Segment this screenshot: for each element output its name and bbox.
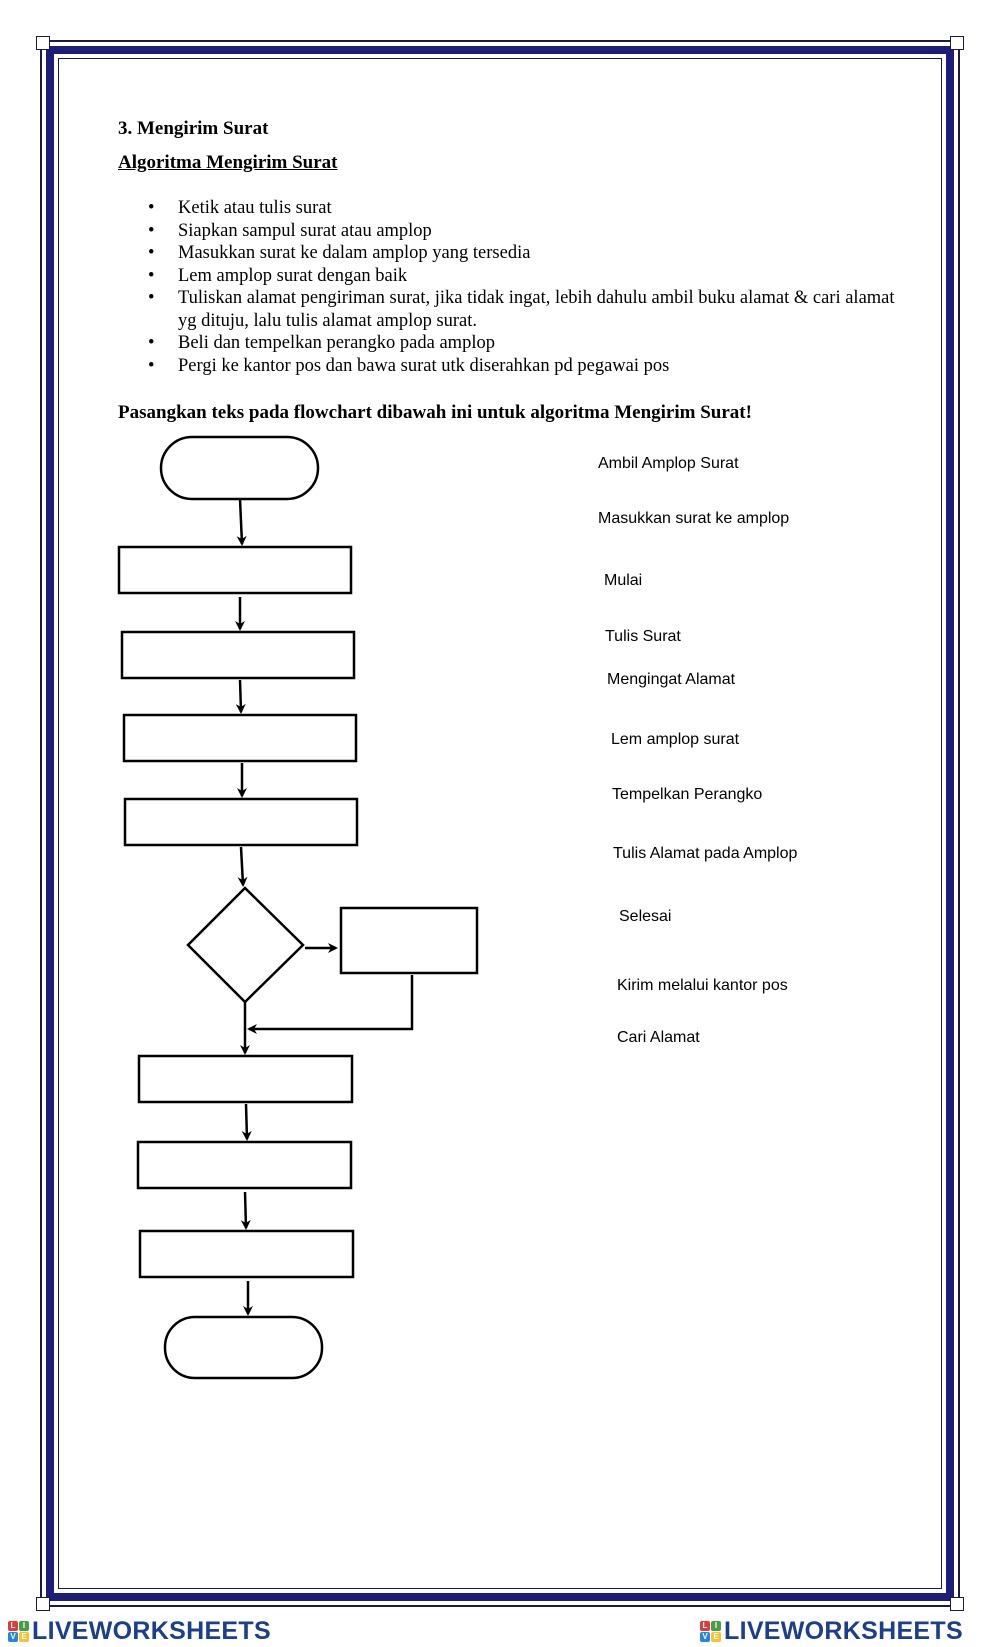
step-item: Lem amplop surat dengan baik [118,265,898,288]
flow-start-terminator[interactable] [159,435,320,501]
answer-option[interactable]: Mengingat Alamat [607,671,736,688]
border-corner [950,1597,964,1611]
flow-process-box[interactable] [122,713,358,763]
flow-decision-diamond[interactable] [186,886,305,1004]
flow-branch-box[interactable] [339,906,479,975]
flow-arrow [235,679,246,714]
page-border-outer [40,40,960,1607]
flow-process-box[interactable] [138,1229,355,1279]
answer-option[interactable]: Cari Alamat [617,1029,700,1046]
answer-option[interactable]: Masukkan surat ke amplop [598,510,790,527]
answer-option[interactable]: Selesai [619,908,672,925]
step-item: Pergi ke kantor pos dan bawa surat utk d… [118,355,898,378]
section-title: 3. Mengirim Surat [118,118,269,139]
logo-letter: L [700,1620,710,1631]
liveworksheets-logo-icon: L I V E [700,1620,721,1642]
step-item: Tuliskan alamat pengiriman surat, jika t… [118,287,898,332]
answer-option[interactable]: Tulis Surat [605,628,681,645]
answer-option[interactable]: Tempelkan Perangko [612,786,763,803]
step-item: Beli dan tempelkan perangko pada amplop [118,332,898,355]
flow-arrow [240,1191,251,1230]
step-item: Ketik atau tulis surat [118,197,898,220]
answer-option[interactable]: Lem amplop surat [611,731,740,748]
flow-arrow [247,975,414,1034]
flow-process-box[interactable] [117,545,353,595]
logo-letter: V [8,1631,18,1642]
liveworksheets-logo-icon: L I V E [8,1620,29,1642]
flow-arrow [237,846,248,887]
flow-process-box[interactable] [120,630,356,680]
page-border-inner [58,58,942,1589]
flow-arrow [236,498,247,546]
answer-option[interactable]: Kirim melalui kantor pos [617,977,788,994]
logo-letter: I [19,1620,29,1631]
flow-process-box[interactable] [136,1140,353,1190]
logo-letter: I [711,1620,721,1631]
flow-process-box[interactable] [123,797,359,847]
answer-option[interactable]: Mulai [604,572,643,589]
logo-letter: E [711,1631,721,1642]
instruction-text: Pasangkan teks pada flowchart dibawah in… [118,402,752,423]
logo-text: LIVEWORKSHEETS [724,1616,963,1645]
flow-arrow [241,1103,252,1141]
logo-letter: E [19,1631,29,1642]
page-border-thick [46,46,954,1601]
logo-letter: L [8,1620,18,1631]
step-item: Siapkan sampul surat atau amplop [118,220,898,243]
answer-option[interactable]: Tulis Alamat pada Amplop [613,845,798,862]
border-corner [36,36,50,50]
liveworksheets-logo-left: L I V E LIVEWORKSHEETS [8,1617,271,1645]
flow-process-box[interactable] [137,1054,354,1104]
liveworksheets-logo-right: L I V E LIVEWORKSHEETS [700,1617,963,1645]
flow-end-terminator[interactable] [163,1315,324,1380]
logo-letter: V [700,1631,710,1642]
algorithm-steps: Ketik atau tulis surat Siapkan sampul su… [118,197,898,377]
step-item: Masukkan surat ke dalam amplop yang ters… [118,242,898,265]
border-corner [36,1597,50,1611]
border-corner [950,36,964,50]
answer-option[interactable]: Ambil Amplop Surat [598,455,739,472]
logo-text: LIVEWORKSHEETS [32,1616,271,1645]
algorithm-subtitle: Algoritma Mengirim Surat [118,152,338,173]
